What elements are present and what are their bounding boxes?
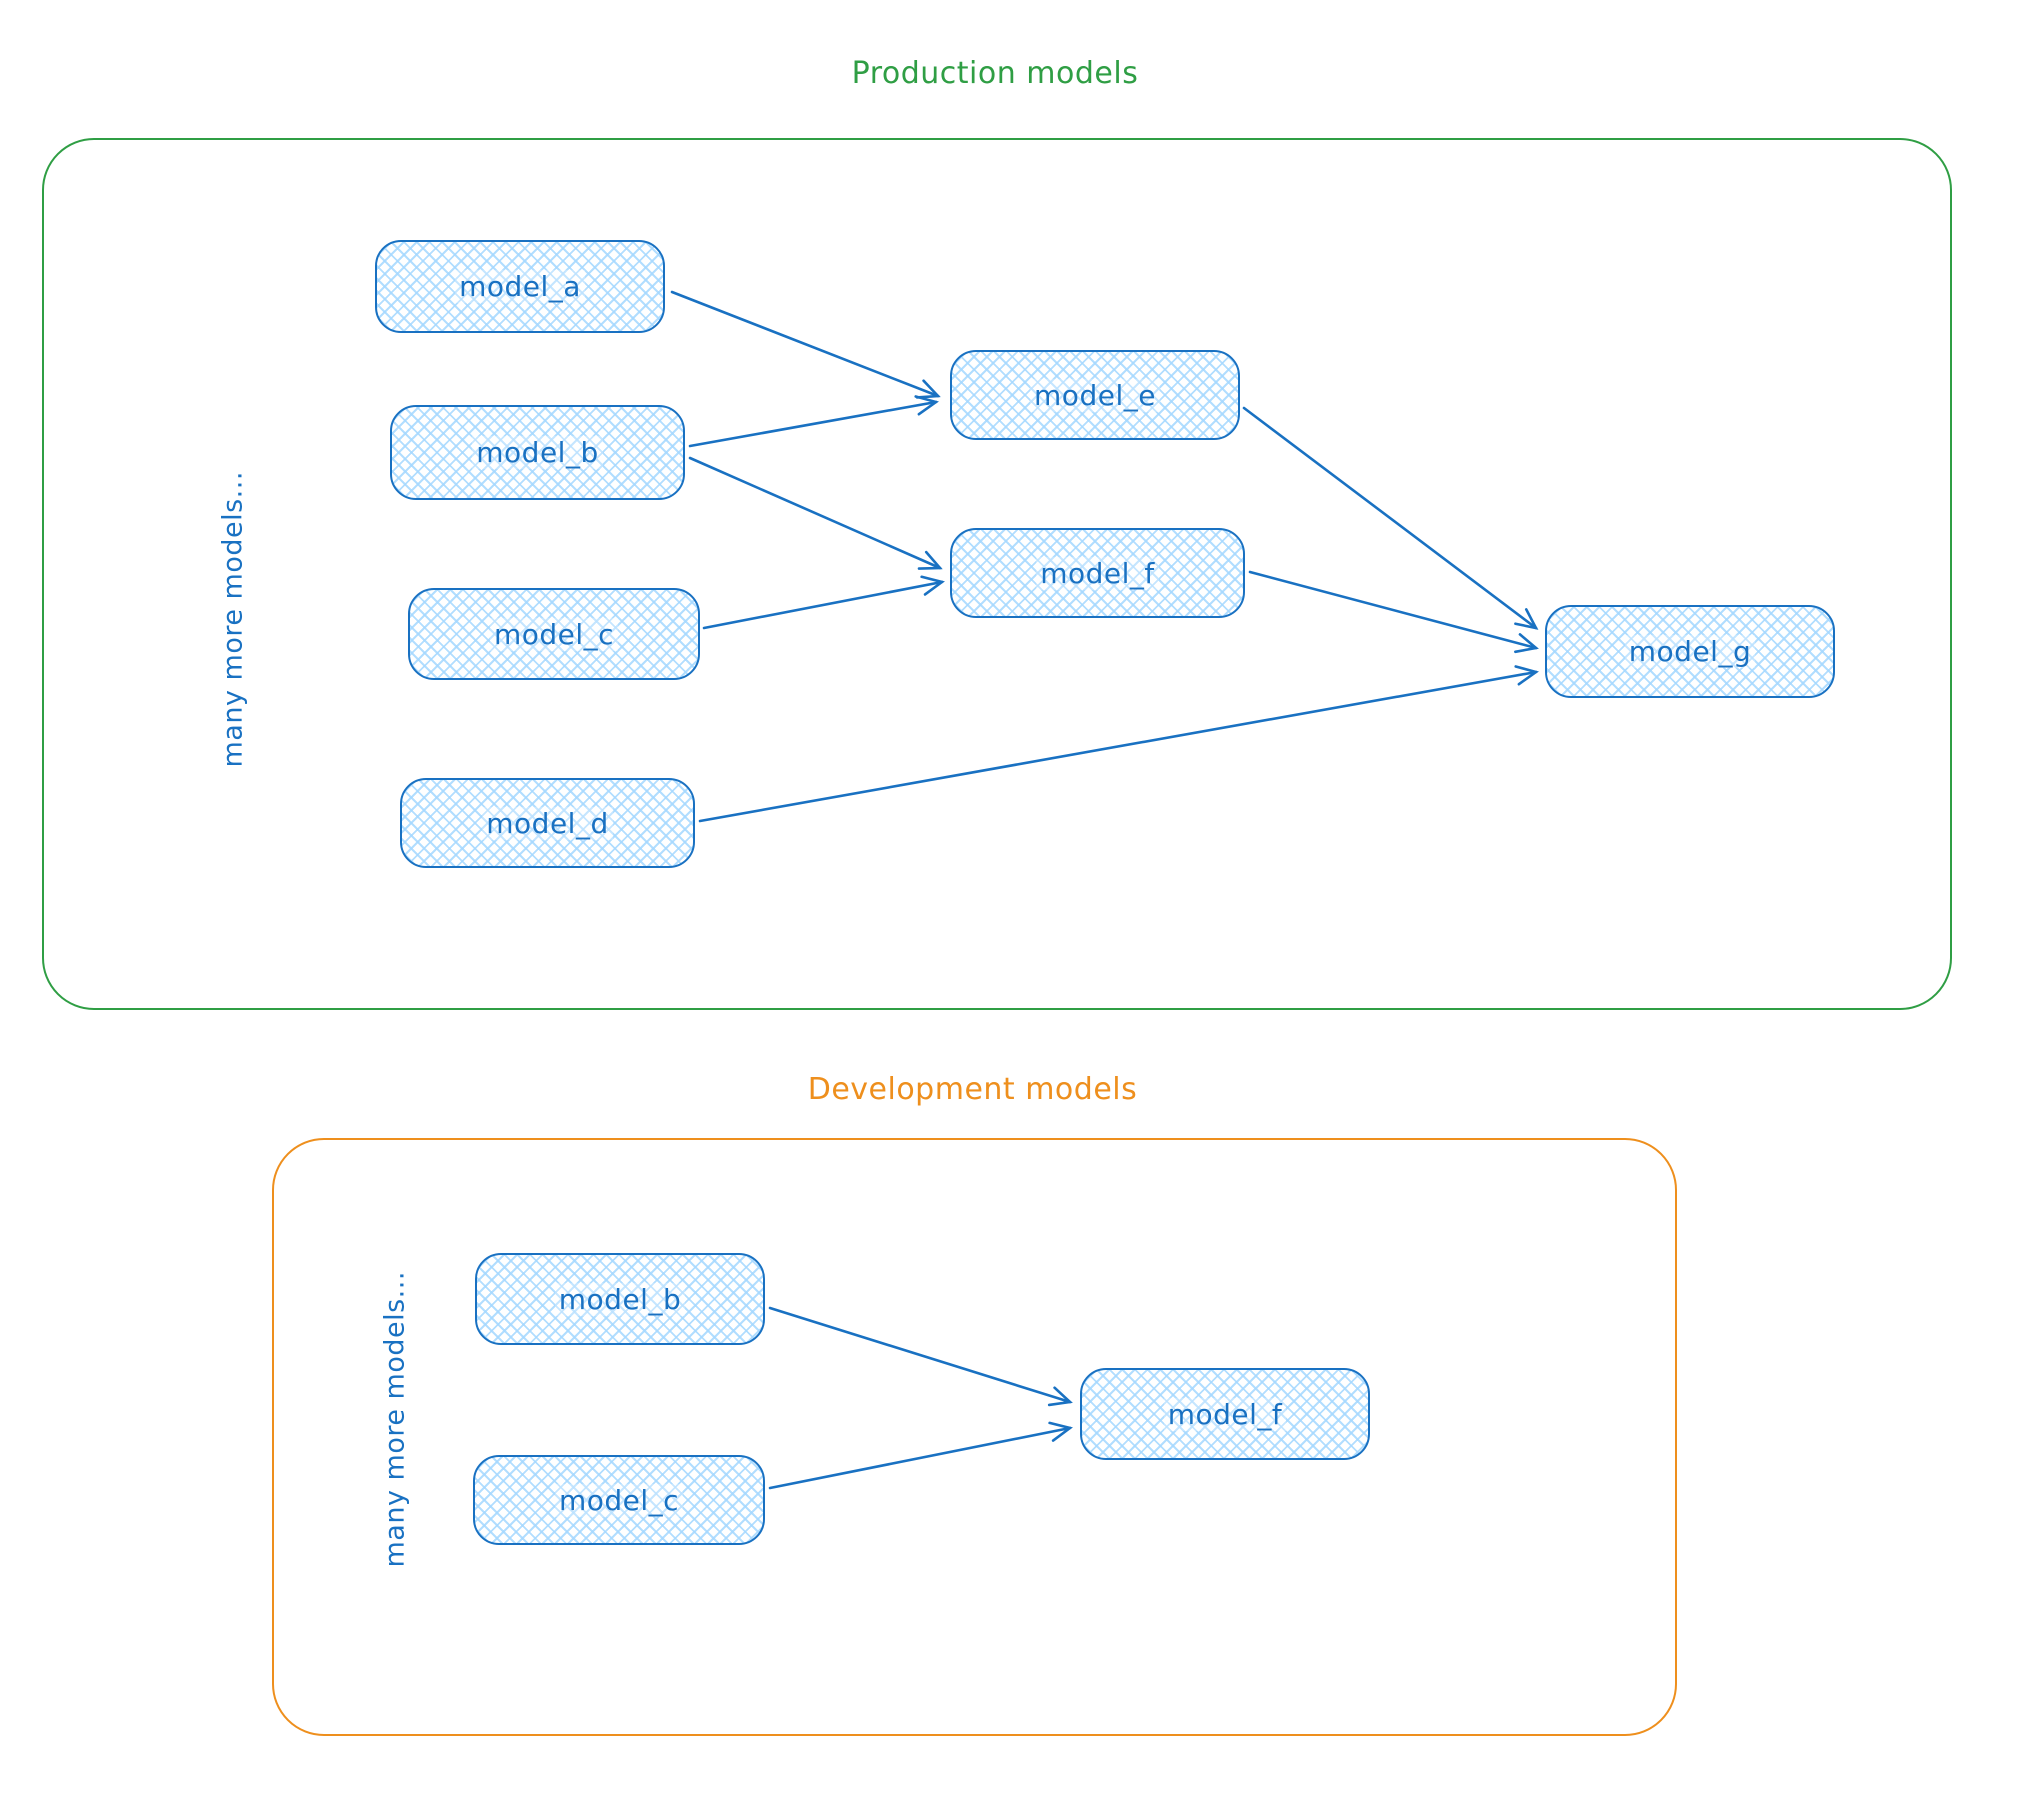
development-title: Development models (807, 1072, 1138, 1107)
node-label-dev-model_c: model_c (554, 1483, 684, 1517)
development-frame (272, 1138, 1677, 1736)
node-production-model_e: model_e (950, 350, 1240, 440)
node-label-dev-model_f: model_f (1163, 1397, 1287, 1431)
node-production-model_a: model_a (375, 240, 665, 333)
node-development-model_b: model_b (475, 1253, 765, 1345)
node-development-model_f: model_f (1080, 1368, 1370, 1460)
node-label-dev-model_b: model_b (554, 1282, 686, 1316)
node-label-model_e: model_e (1030, 378, 1160, 412)
node-production-model_c: model_c (408, 588, 700, 680)
node-label-model_g: model_g (1624, 635, 1756, 668)
node-production-model_d: model_d (400, 778, 695, 868)
development-side-label: many more models... (379, 1271, 411, 1568)
node-label-model_b: model_b (472, 436, 603, 469)
node-development-model_c: model_c (473, 1455, 765, 1545)
node-production-model_f: model_f (950, 528, 1245, 618)
node-production-model_g: model_g (1545, 605, 1835, 698)
node-label-model_d: model_d (482, 806, 613, 840)
production-side-label: many more models... (217, 471, 249, 768)
node-label-model_f: model_f (1036, 556, 1159, 590)
node-label-model_c: model_c (489, 617, 619, 651)
node-production-model_b: model_b (390, 405, 685, 500)
node-label-model_a: model_a (455, 270, 585, 303)
production-title: Production models (851, 56, 1139, 91)
production-frame (42, 138, 1952, 1010)
